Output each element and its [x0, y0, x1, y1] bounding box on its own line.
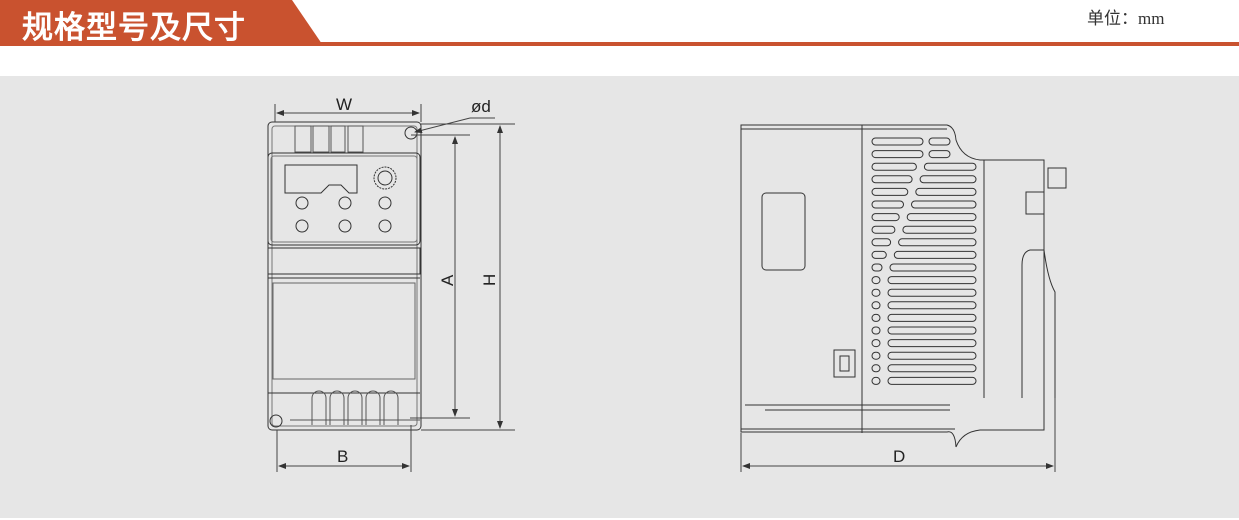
- vent-slot: [887, 339, 977, 348]
- vent-slot: [923, 162, 977, 171]
- dim-label-b: B: [337, 447, 348, 466]
- vent-slot: [919, 175, 977, 184]
- vent-slot: [871, 326, 881, 335]
- latch: [833, 349, 856, 378]
- title-banner: [0, 0, 322, 44]
- vent-slot: [871, 288, 881, 297]
- vent-slot: [871, 150, 924, 159]
- vent-slot: [871, 376, 881, 385]
- dim-label-h: H: [480, 274, 499, 286]
- unit-label: 单位：mm: [1087, 9, 1165, 28]
- keypad-panel: [267, 152, 421, 246]
- dim-label-a: A: [438, 274, 457, 286]
- display-window: [284, 164, 358, 194]
- vent-slot: [887, 326, 977, 335]
- header-rule: [0, 42, 1239, 46]
- vent-slot: [928, 150, 951, 159]
- vent-slot: [871, 364, 881, 373]
- knob-shaft: [1047, 167, 1067, 189]
- top-terminals: [294, 125, 364, 153]
- vent-slot: [887, 301, 977, 310]
- drawing-panel: [0, 76, 1239, 518]
- vent-slot: [915, 187, 977, 196]
- vent-slot: [871, 187, 909, 196]
- vent-slot: [887, 288, 977, 297]
- vent-slot: [911, 200, 977, 209]
- vent-slots: [871, 137, 977, 385]
- vent-slot: [871, 313, 881, 322]
- vent-slot: [893, 250, 977, 259]
- front-dimensions: [274, 104, 515, 472]
- vent-slot: [889, 263, 977, 272]
- mounting-hole-bottom: [269, 414, 283, 428]
- vent-slot: [871, 225, 896, 234]
- section-title: 规格型号及尺寸: [22, 10, 246, 46]
- side-view: [740, 124, 1067, 448]
- keypad-buttons: [295, 196, 392, 233]
- dim-label-hole: ød: [471, 97, 491, 116]
- vent-slot: [887, 276, 977, 285]
- vent-slot: [871, 162, 917, 171]
- vent-slot: [887, 351, 977, 360]
- bottom-terminals: [290, 390, 420, 425]
- vent-slot: [906, 213, 977, 222]
- dim-label-w: W: [336, 95, 352, 114]
- vent-slot: [871, 301, 881, 310]
- vent-slot: [898, 238, 977, 247]
- side-dimensions: [740, 398, 1056, 472]
- vent-slot: [871, 175, 913, 184]
- dim-label-d: D: [893, 447, 905, 466]
- vent-slot: [871, 200, 904, 209]
- vent-slot: [871, 238, 892, 247]
- potentiometer-knob: [373, 166, 397, 190]
- vent-slot: [902, 225, 977, 234]
- vent-slot: [887, 364, 977, 373]
- vent-slot: [871, 250, 887, 259]
- front-view: [267, 121, 422, 431]
- vent-slot: [871, 351, 881, 360]
- vent-slot: [871, 213, 900, 222]
- vent-slot: [871, 339, 881, 348]
- vent-slot: [871, 276, 881, 285]
- vent-slot: [928, 137, 951, 146]
- vent-slot: [871, 137, 924, 146]
- mounting-hole-top: [404, 126, 418, 140]
- label-window: [761, 192, 806, 271]
- vent-slot: [887, 376, 977, 385]
- vent-slot: [871, 263, 883, 272]
- vent-slot: [887, 313, 977, 322]
